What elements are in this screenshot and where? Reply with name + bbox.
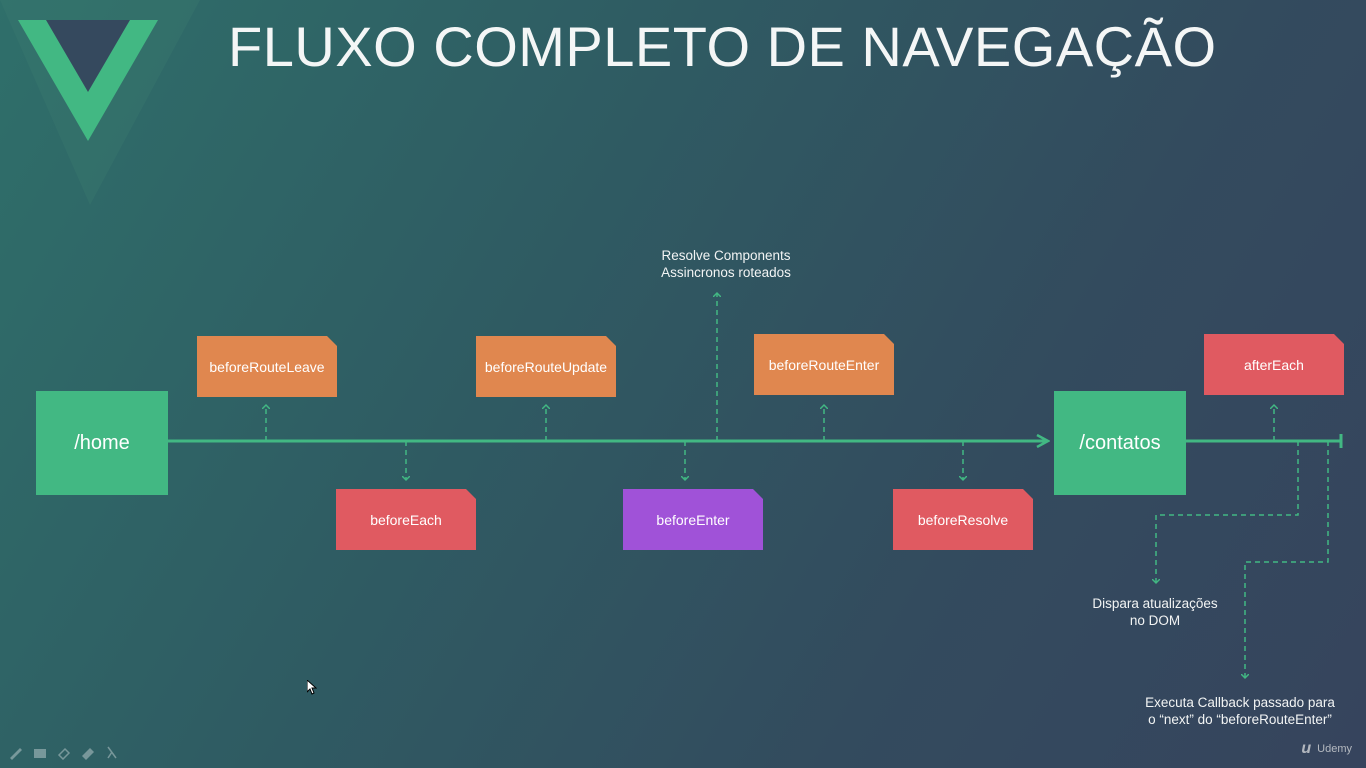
udemy-brand-text: Udemy <box>1317 743 1352 755</box>
annotation-toolbar <box>8 746 120 760</box>
hook-before-each: beforeEach <box>336 489 476 550</box>
ruler-icon[interactable] <box>80 746 96 760</box>
vue-logo <box>0 0 200 205</box>
note-callback-line2: o “next” do “beforeRouteEnter” <box>1148 712 1332 727</box>
cursor-icon <box>307 680 317 695</box>
highlighter-icon[interactable] <box>32 746 48 760</box>
route-contatos-label: /contatos <box>1079 431 1161 454</box>
hook-before-route-leave-label: beforeRouteLeave <box>209 358 325 375</box>
eraser-icon[interactable] <box>56 746 72 760</box>
page-title: FLUXO COMPLETO DE NAVEGAÇÃO <box>228 15 1217 78</box>
note-callback-line1: Executa Callback passado para <box>1145 695 1335 710</box>
note-dom-line2: no DOM <box>1129 613 1181 628</box>
pointer-icon[interactable] <box>104 746 120 760</box>
hook-before-resolve: beforeResolve <box>893 489 1033 550</box>
note-dom-line1: Dispara atualizações <box>1092 596 1218 611</box>
route-contatos: /contatos <box>1054 391 1186 495</box>
hook-before-route-enter-label: beforeRouteEnter <box>768 356 880 373</box>
udemy-logo-icon: u <box>1301 740 1312 757</box>
hook-before-resolve-label: beforeResolve <box>917 511 1009 528</box>
route-home: /home <box>36 391 168 495</box>
main-timeline <box>168 434 1343 448</box>
pencil-icon[interactable] <box>8 746 24 760</box>
note-callback: Executa Callback passado para o “next” d… <box>1135 694 1345 728</box>
hook-connectors <box>266 293 1329 678</box>
hook-after-each: afterEach <box>1204 334 1344 395</box>
note-dom-update: Dispara atualizações no DOM <box>1075 595 1235 629</box>
hook-before-route-update-label: beforeRouteUpdate <box>484 358 608 375</box>
udemy-watermark: u Udemy <box>1301 740 1352 758</box>
hook-before-enter-label: beforeEnter <box>656 511 730 528</box>
hook-before-each-label: beforeEach <box>370 511 442 528</box>
note-resolve-line2: Assincronos roteados <box>661 265 791 280</box>
hook-before-route-update: beforeRouteUpdate <box>476 336 616 397</box>
hook-after-each-label: afterEach <box>1244 356 1304 373</box>
hook-before-enter: beforeEnter <box>623 489 763 550</box>
route-home-label: /home <box>74 431 130 454</box>
hook-before-route-leave: beforeRouteLeave <box>197 336 337 397</box>
note-resolve-components: Resolve Components Assincronos roteados <box>626 247 826 281</box>
note-resolve-line1: Resolve Components <box>661 248 791 263</box>
hook-before-route-enter: beforeRouteEnter <box>754 334 894 395</box>
